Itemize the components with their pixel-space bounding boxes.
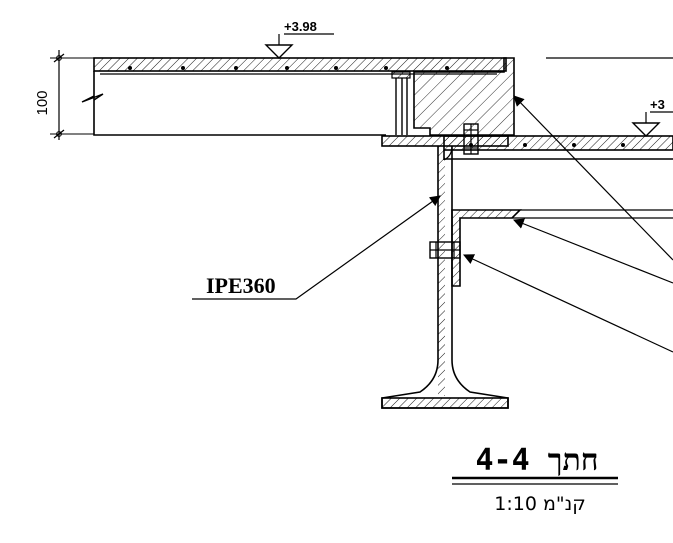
web-bolt: [429, 241, 461, 259]
ipe360-profile: [381, 135, 509, 409]
cleat-angle: [451, 209, 673, 287]
level-marker-lower: +3: [631, 97, 673, 137]
profile-label: IPE360: [206, 273, 276, 298]
flange-bolt: [463, 123, 479, 155]
level-upper-label: +3.98: [284, 19, 317, 34]
leaders: [192, 95, 673, 353]
upper-connector: [391, 71, 411, 135]
scale-label: קנ"מ 1:10: [494, 493, 585, 515]
level-lower-label: +3: [650, 97, 665, 112]
rebar-dots-upper: [128, 66, 449, 70]
dimension-slab: 100: [34, 50, 94, 140]
edge-beam: [413, 57, 515, 136]
title-block: חתך 4-4 קנ"מ 1:10: [452, 443, 618, 515]
dimension-label: 100: [34, 90, 51, 115]
section-title: חתך 4-4: [475, 443, 598, 478]
level-marker-upper: +3.98: [264, 19, 334, 59]
